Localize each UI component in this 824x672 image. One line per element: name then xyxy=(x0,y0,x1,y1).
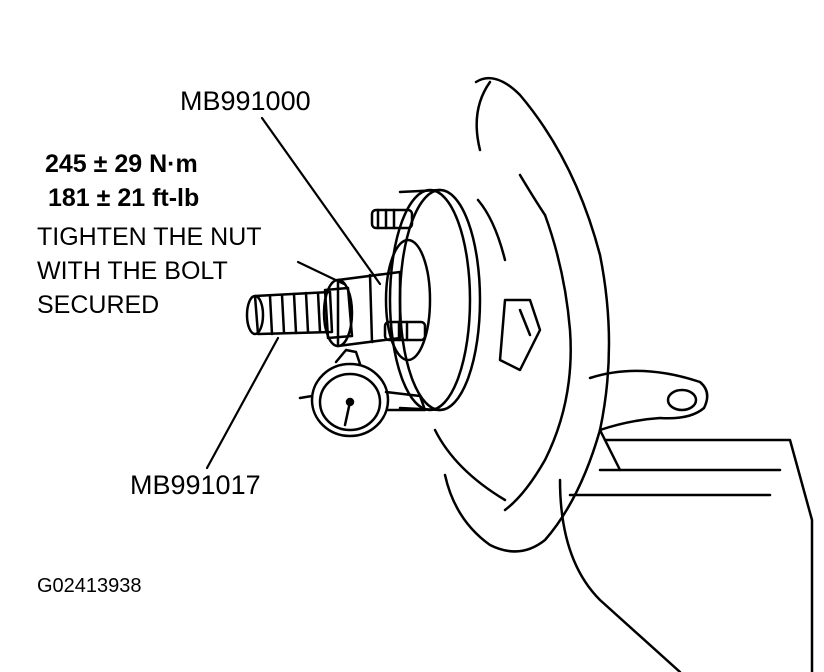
label-tool-top: MB991000 xyxy=(180,86,311,116)
dial-indicator-mb991017 xyxy=(298,348,427,438)
dust-shield xyxy=(433,76,611,553)
label-tool-bottom: MB991017 xyxy=(130,470,261,500)
label-instruction-line2: WITH THE BOLT xyxy=(37,257,228,285)
label-torque-nm: 245 ± 29 N·m xyxy=(45,150,198,178)
leader-mb991017 xyxy=(205,336,280,470)
wheel-studs xyxy=(370,208,427,342)
label-instruction-line3: SECURED xyxy=(37,291,160,319)
label-torque-ftlb: 181 ± 21 ft-lb xyxy=(48,184,200,212)
tool-mb991000 xyxy=(322,270,402,348)
knuckle-support xyxy=(558,438,814,672)
leader-instruction xyxy=(296,260,346,286)
knuckle-arm xyxy=(588,369,709,472)
label-instruction-line1: TIGHTEN THE NUT xyxy=(37,223,262,251)
leader-mb991000 xyxy=(260,116,382,286)
hub-flange xyxy=(384,188,482,412)
figure-id: G02413938 xyxy=(37,575,142,597)
threaded-bolt xyxy=(245,290,334,336)
leader-lines xyxy=(205,116,382,470)
